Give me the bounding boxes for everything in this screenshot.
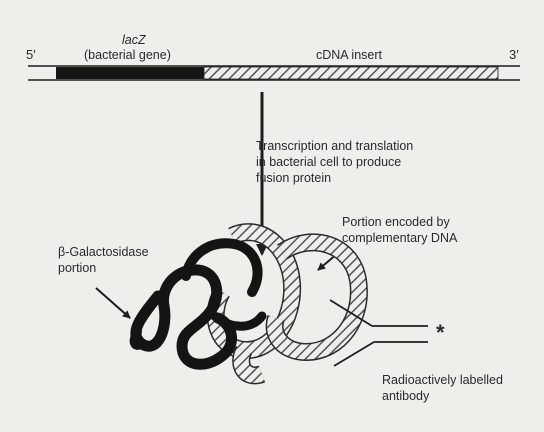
- antibody-label: Radioactively labelled antibody: [382, 372, 503, 404]
- galactosidase-pointer-arrow: [96, 288, 130, 318]
- transcription-step-label: Transcription and translation in bacteri…: [256, 138, 413, 186]
- encoded-portion-label: Portion encoded by complementary DNA: [342, 214, 457, 246]
- bacterial-gene-label: (bacterial gene): [84, 48, 171, 63]
- galactosidase-portion-label: β-Galactosidase portion: [58, 244, 149, 276]
- radiolabel-marker: *: [436, 322, 445, 344]
- five-prime-label: 5′: [26, 47, 36, 62]
- lacz-gene-label: lacZ: [122, 33, 146, 48]
- lacz-gene-segment: [56, 67, 204, 79]
- cdna-insert-label: cDNA insert: [316, 48, 382, 63]
- three-prime-label: 3′: [509, 47, 519, 62]
- cdna-insert-segment: [204, 67, 498, 79]
